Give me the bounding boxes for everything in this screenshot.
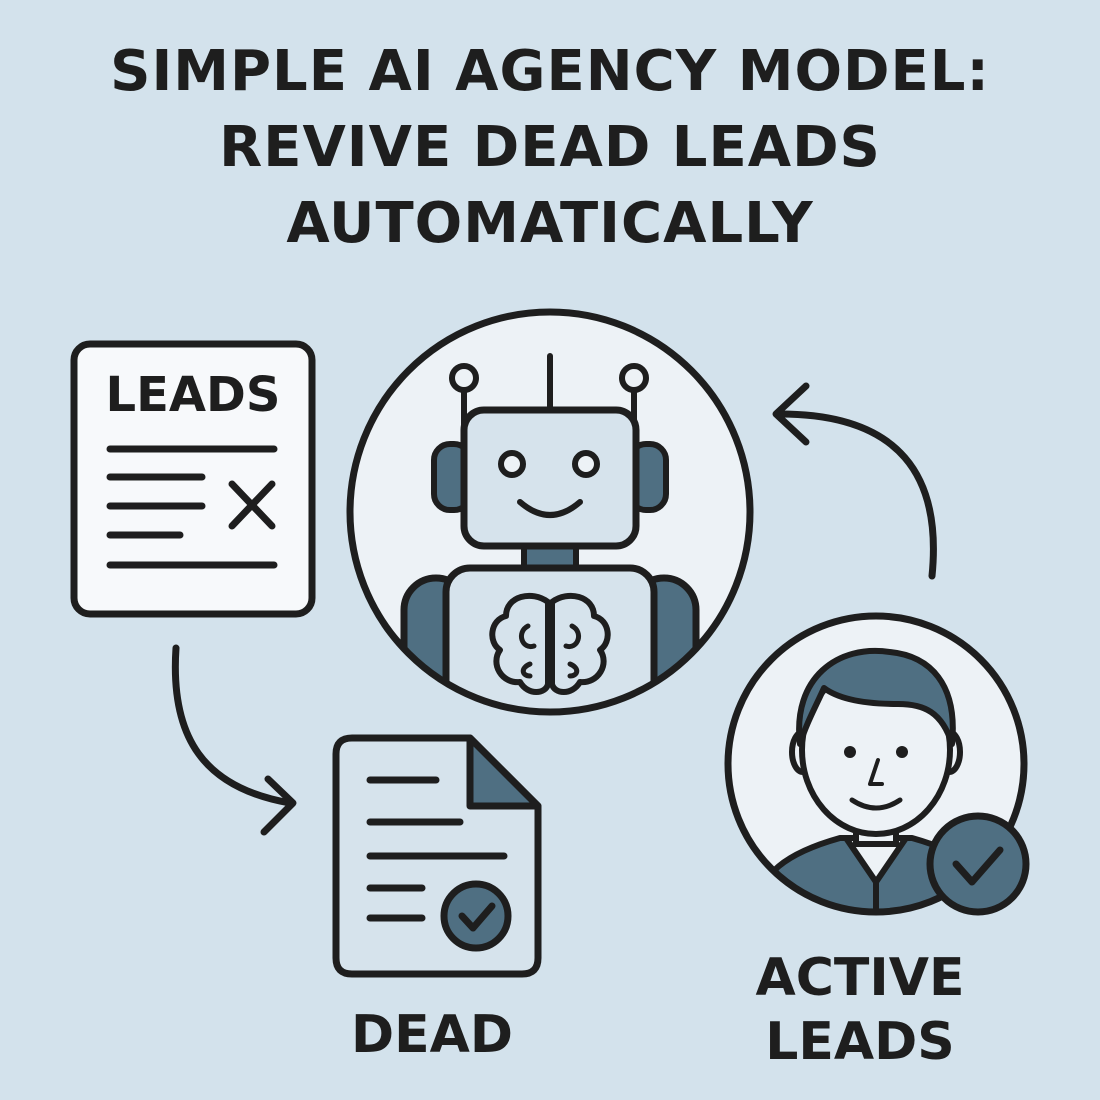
dead-leads-label: DEAD (350, 1005, 514, 1065)
check-badge-icon (440, 880, 512, 952)
active-leads-label: ACTIVE LEADS (710, 946, 1010, 1074)
leads-list-label: LEADS (105, 367, 281, 423)
title-line-1: SIMPLE AI AGENCY MODEL: (110, 39, 990, 104)
document-icon (332, 734, 542, 978)
brain-icon (489, 592, 611, 695)
list-document-icon (70, 340, 316, 618)
active-leads-line-2: LEADS (765, 1012, 955, 1072)
person-icon (724, 612, 1030, 916)
arrow-icon (772, 382, 937, 580)
check-badge-icon (926, 812, 1030, 916)
page-title: SIMPLE AI AGENCY MODEL: REVIVE DEAD LEAD… (0, 34, 1100, 262)
active-leads-line-1: ACTIVE (755, 948, 965, 1008)
robot-icon (346, 308, 754, 716)
title-line-2: REVIVE DEAD LEADS (219, 115, 881, 180)
arrow-icon (171, 644, 297, 836)
x-mark-icon (228, 480, 276, 530)
title-line-3: AUTOMATICALLY (286, 191, 814, 256)
